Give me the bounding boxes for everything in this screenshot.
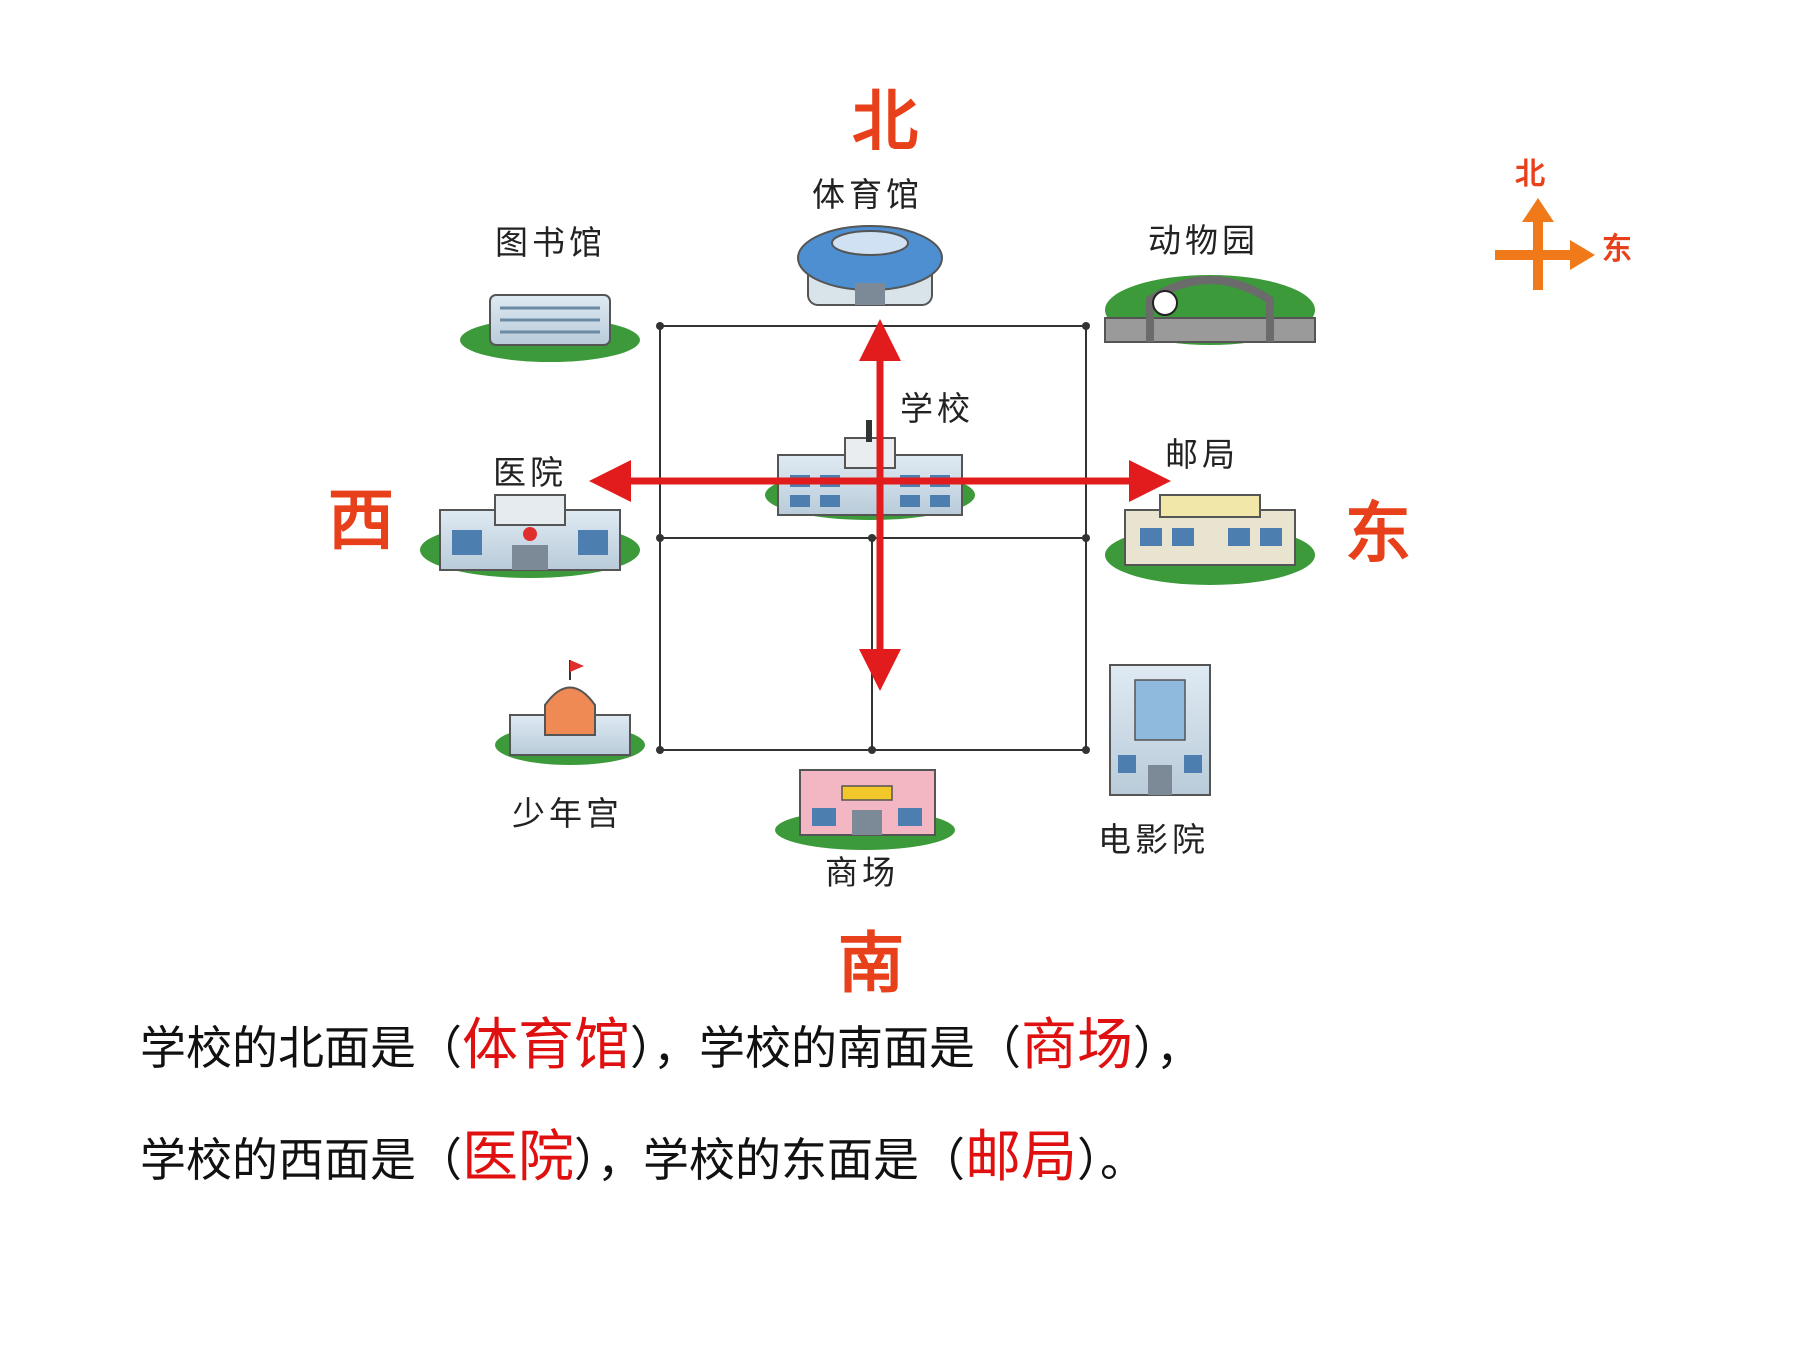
q1-answer-south: 商场: [1021, 1013, 1133, 1078]
place-hospital: 医院: [493, 453, 567, 492]
q1-text-2: ），学校的南面是（: [630, 1021, 1021, 1075]
label-west: 西: [328, 481, 394, 559]
mall-building: [775, 769, 955, 850]
gym-building: [797, 225, 943, 306]
label-south: 南: [838, 924, 904, 1002]
q2-text-3: ）。: [1077, 1133, 1146, 1187]
place-post-office: 邮局: [1165, 435, 1239, 474]
grid-dots: [656, 322, 1090, 754]
q2-text-2: ），学校的东面是（: [574, 1133, 965, 1187]
place-mall: 商场: [825, 853, 899, 892]
compass-icon: [1495, 215, 1570, 290]
q1-text-3: ），: [1133, 1021, 1202, 1075]
place-zoo: 动物园: [1148, 221, 1259, 260]
q2-text-1: 学校的西面是（: [140, 1133, 462, 1187]
question-line-2: 学校的西面是（医院），学校的东面是（邮局）。: [140, 1130, 1146, 1186]
post-office-building: [1105, 494, 1315, 585]
compass-north-label: 北: [1515, 157, 1545, 192]
place-library: 图书馆: [495, 223, 606, 262]
direction-arrows: [589, 319, 1171, 691]
q1-answer-north: 体育馆: [462, 1013, 630, 1078]
place-gym: 体育馆: [812, 175, 923, 214]
label-east: 东: [1345, 494, 1411, 572]
label-north: 北: [852, 82, 918, 160]
library-building: [460, 294, 640, 362]
place-youth-palace: 少年宫: [512, 794, 623, 833]
youth-palace-building: [495, 660, 645, 765]
compass-east-label: 东: [1602, 232, 1632, 267]
school-building: [765, 420, 975, 520]
cinema-building: [1109, 664, 1211, 796]
zoo-building: [1104, 275, 1316, 345]
q2-answer-east: 邮局: [965, 1125, 1077, 1190]
hospital-building: [420, 494, 640, 578]
q2-answer-west: 医院: [462, 1125, 574, 1190]
question-line-1: 学校的北面是（体育馆），学校的南面是（商场），: [140, 1018, 1202, 1074]
place-school: 学校: [900, 389, 974, 428]
place-cinema: 电影院: [1098, 820, 1209, 859]
q1-text-1: 学校的北面是（: [140, 1021, 462, 1075]
